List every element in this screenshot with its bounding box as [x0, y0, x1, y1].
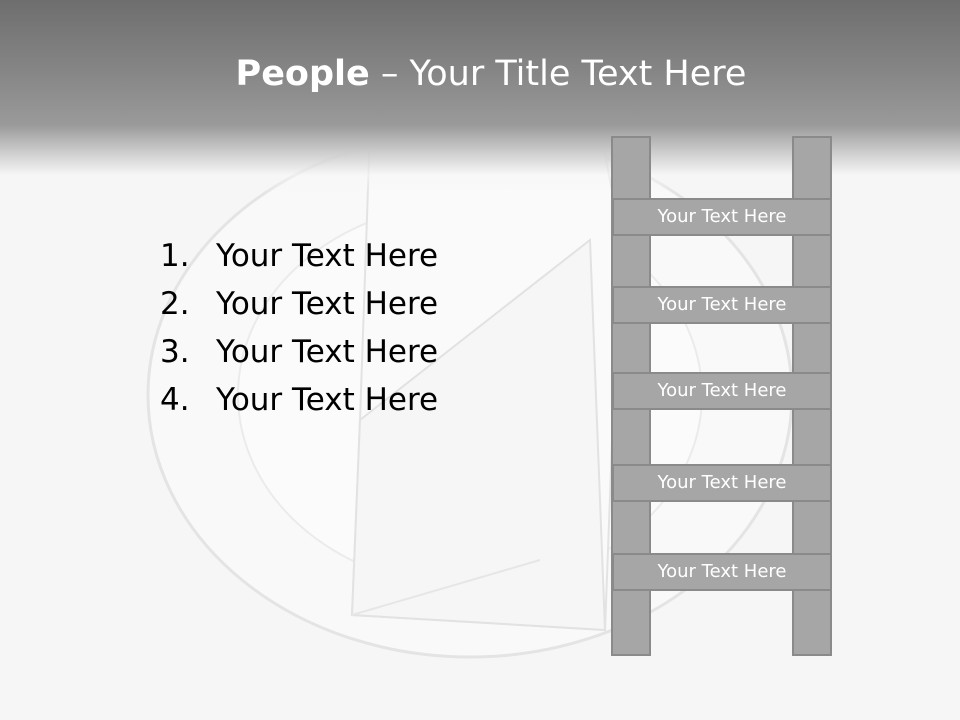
title-bold-part: People	[235, 54, 370, 94]
list-number: 4.	[160, 382, 190, 418]
list-number: 3.	[160, 334, 190, 370]
slide-title: People – Your Title Text Here	[0, 52, 960, 96]
list-text: Your Text Here	[216, 382, 439, 418]
numbered-list: 1. Your Text Here 2. Your Text Here 3. Your…	[160, 232, 438, 424]
ladder-rung-2: Your Text Here	[612, 286, 832, 324]
list-text: Your Text Here	[216, 334, 439, 370]
list-item: 1. Your Text Here	[160, 232, 438, 280]
ladder-rung-5: Your Text Here	[612, 553, 832, 591]
title-rest-part: – Your Title Text Here	[369, 54, 747, 94]
ladder-rung-3: Your Text Here	[612, 372, 832, 410]
list-item: 2. Your Text Here	[160, 280, 438, 328]
list-text: Your Text Here	[216, 238, 439, 274]
list-item: 3. Your Text Here	[160, 328, 438, 376]
ladder-rung-1: Your Text Here	[612, 198, 832, 236]
list-number: 1.	[160, 238, 190, 274]
list-number: 2.	[160, 286, 190, 322]
ladder-rung-4: Your Text Here	[612, 464, 832, 502]
list-text: Your Text Here	[216, 286, 439, 322]
list-item: 4. Your Text Here	[160, 376, 438, 424]
